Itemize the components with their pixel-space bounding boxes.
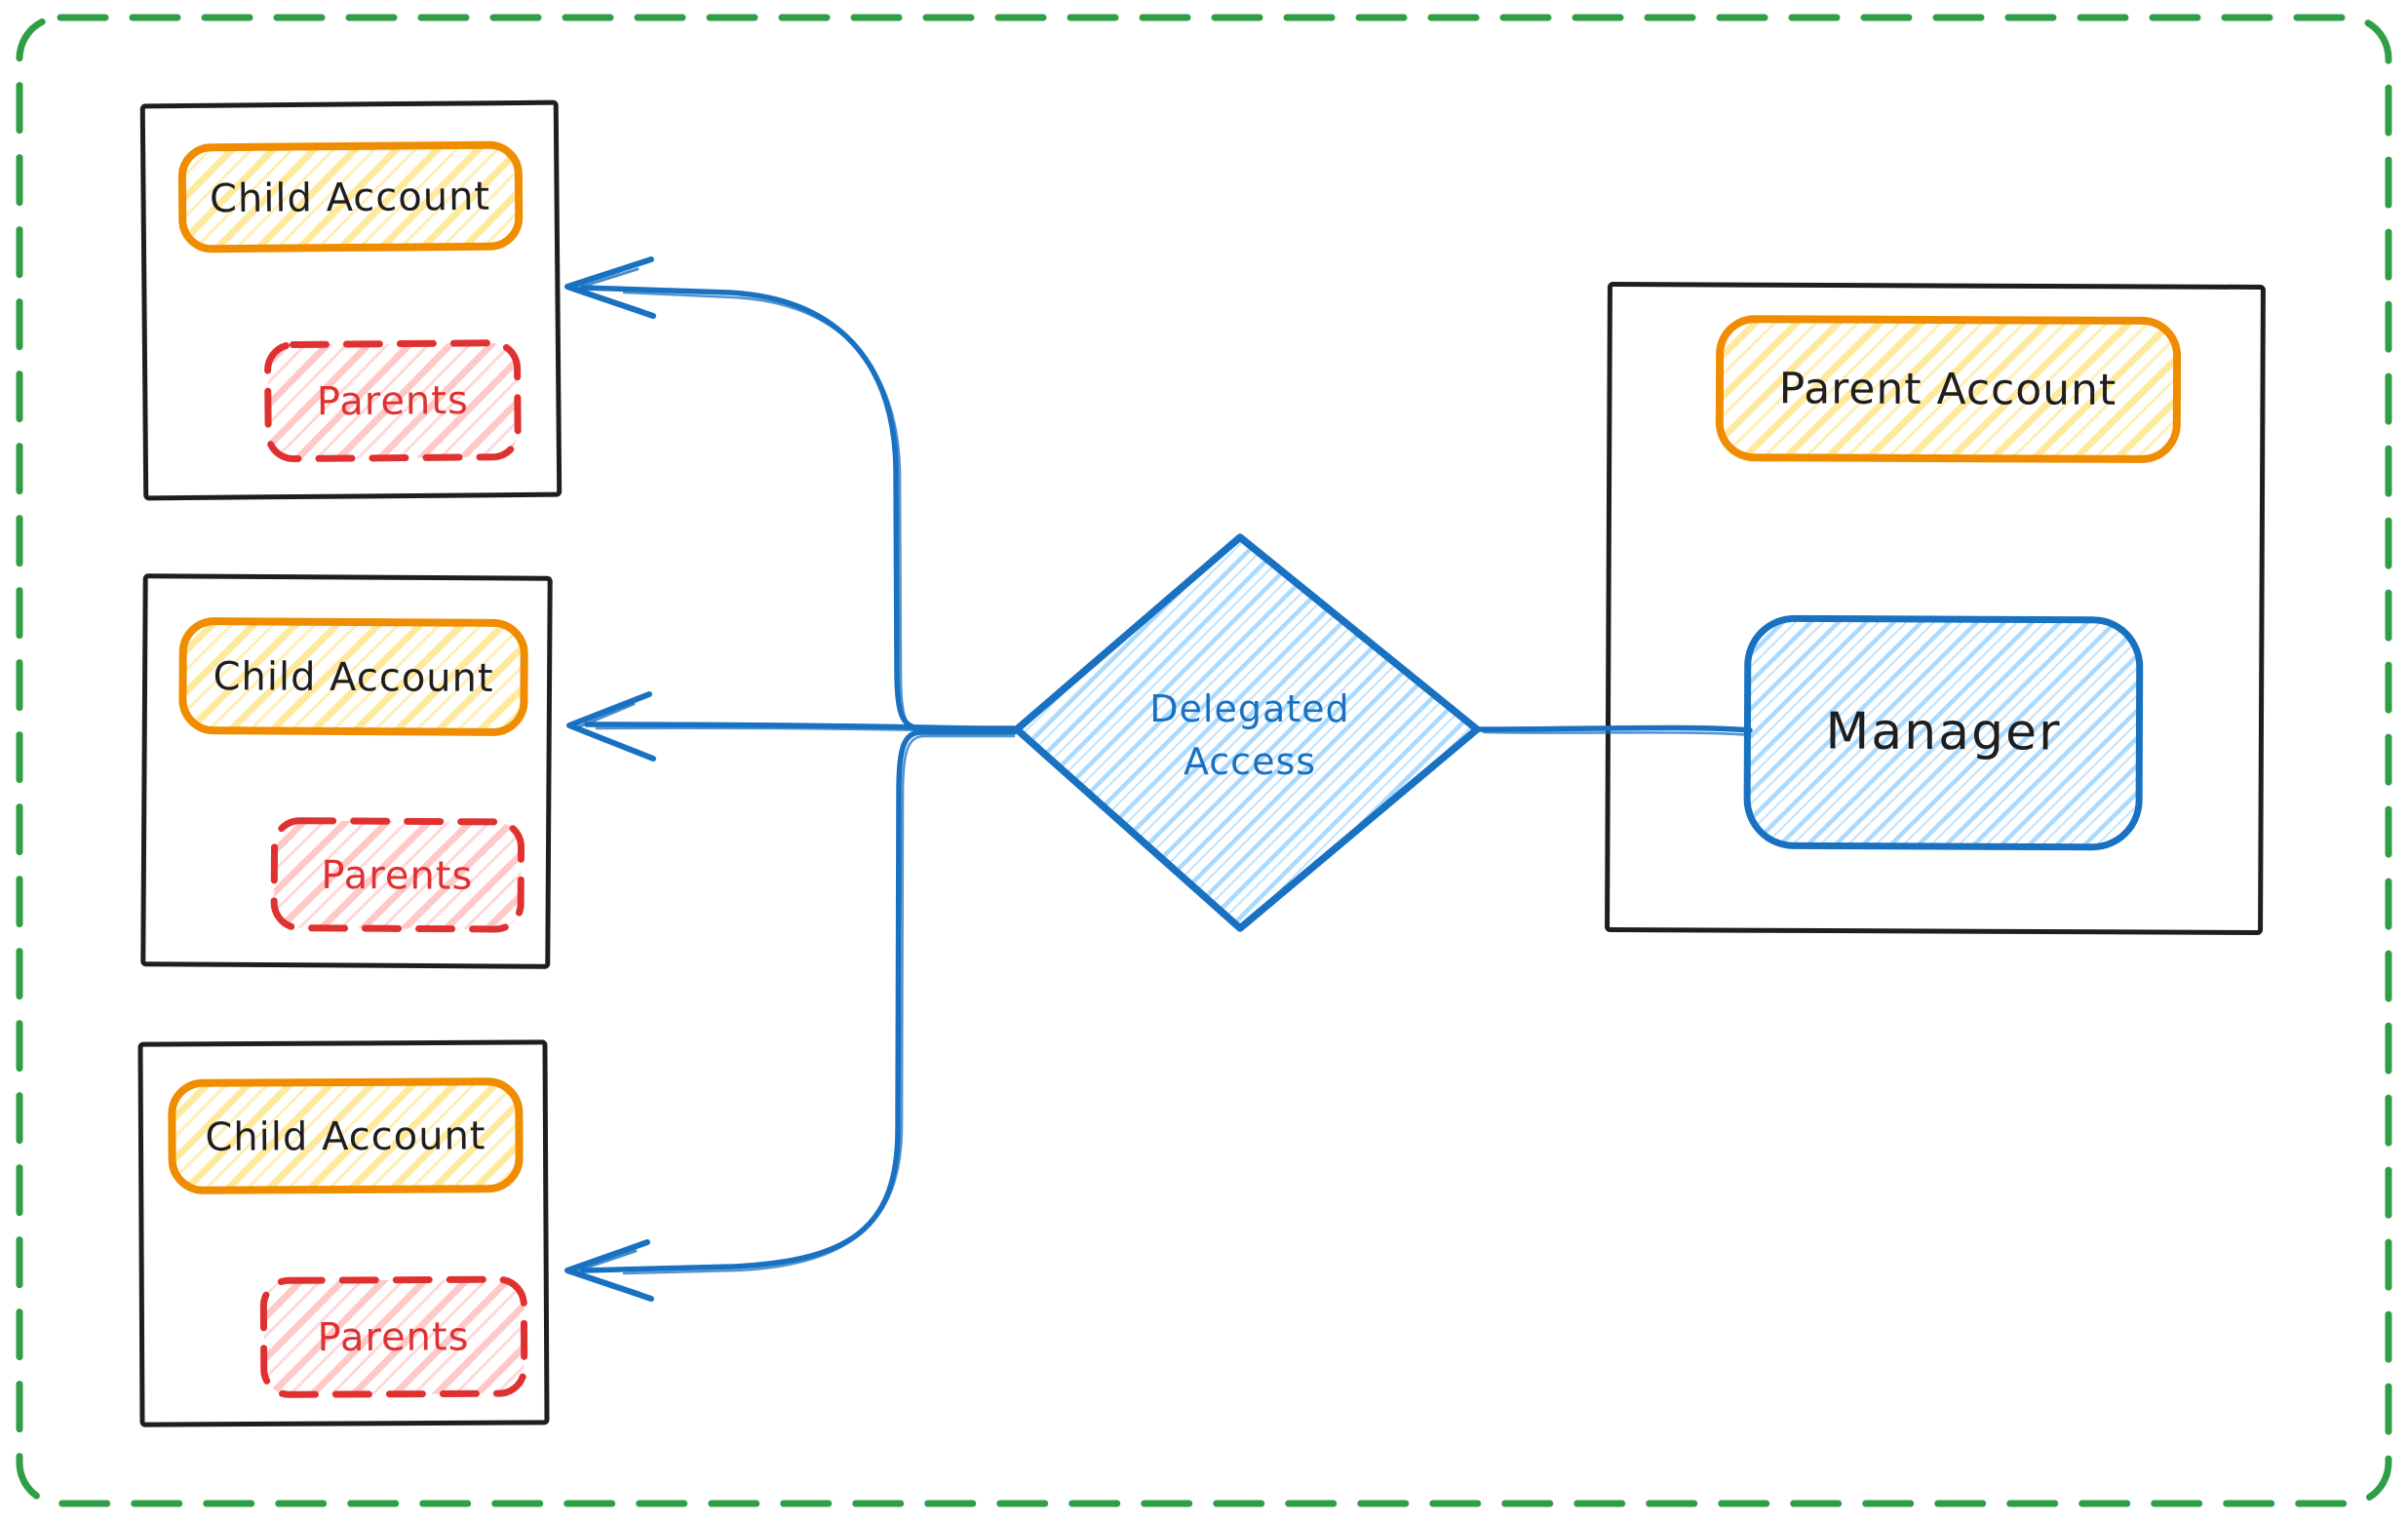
parents-pill	[270, 817, 525, 933]
child-account-pill	[177, 140, 524, 254]
arrow-shaft	[580, 729, 1017, 1273]
manager-label: Manager	[1825, 703, 2061, 762]
connector-line-sketch	[1482, 730, 1752, 737]
connector-manager-to-diamond	[1477, 724, 1753, 737]
child-account-label: Child Account	[213, 654, 493, 701]
parents-label: Parents	[321, 853, 473, 899]
child-account-box-3: Child Account Parents	[137, 1039, 550, 1427]
child-account-label: Child Account	[205, 1114, 485, 1160]
parent-account-box: Parent Account Manager	[1605, 282, 2266, 935]
arrow-shaft-sketch	[622, 291, 1016, 734]
parents-label: Parents	[317, 1314, 469, 1360]
parents-label: Parents	[317, 378, 469, 424]
arrowhead-sketch	[573, 1249, 641, 1295]
arrowhead	[564, 256, 656, 319]
child-account-pill	[178, 617, 528, 736]
delegated-access-diamond: Delegated Access	[1013, 533, 1481, 932]
parent-account-label: Parent Account	[1779, 364, 2117, 415]
arrowhead-sketch	[573, 267, 643, 312]
child-account-box-2: Child Account Parents	[140, 573, 553, 969]
child-account-box-1: Child Account Parents	[139, 99, 563, 501]
parents-pill	[264, 339, 522, 463]
child-account-label: Child Account	[210, 175, 491, 222]
arrow-to-child-1	[564, 256, 1017, 734]
parents-pill	[259, 1275, 528, 1398]
delegated-access-label-line1: Delegated	[1149, 687, 1349, 730]
delegated-access-label-line2: Access	[1184, 740, 1316, 783]
child-account-pill	[168, 1077, 524, 1194]
connector-line	[1477, 724, 1753, 733]
arrow-shaft-sketch	[622, 734, 1016, 1275]
arrowhead	[564, 1239, 654, 1302]
parent-account-pill	[1715, 315, 2182, 463]
dashed-boundary	[16, 14, 2392, 1507]
arrow-to-child-3	[564, 729, 1017, 1302]
arrow-shaft	[580, 285, 1017, 731]
arrowhead-sketch	[573, 702, 641, 754]
diamond-shape	[1013, 533, 1481, 932]
